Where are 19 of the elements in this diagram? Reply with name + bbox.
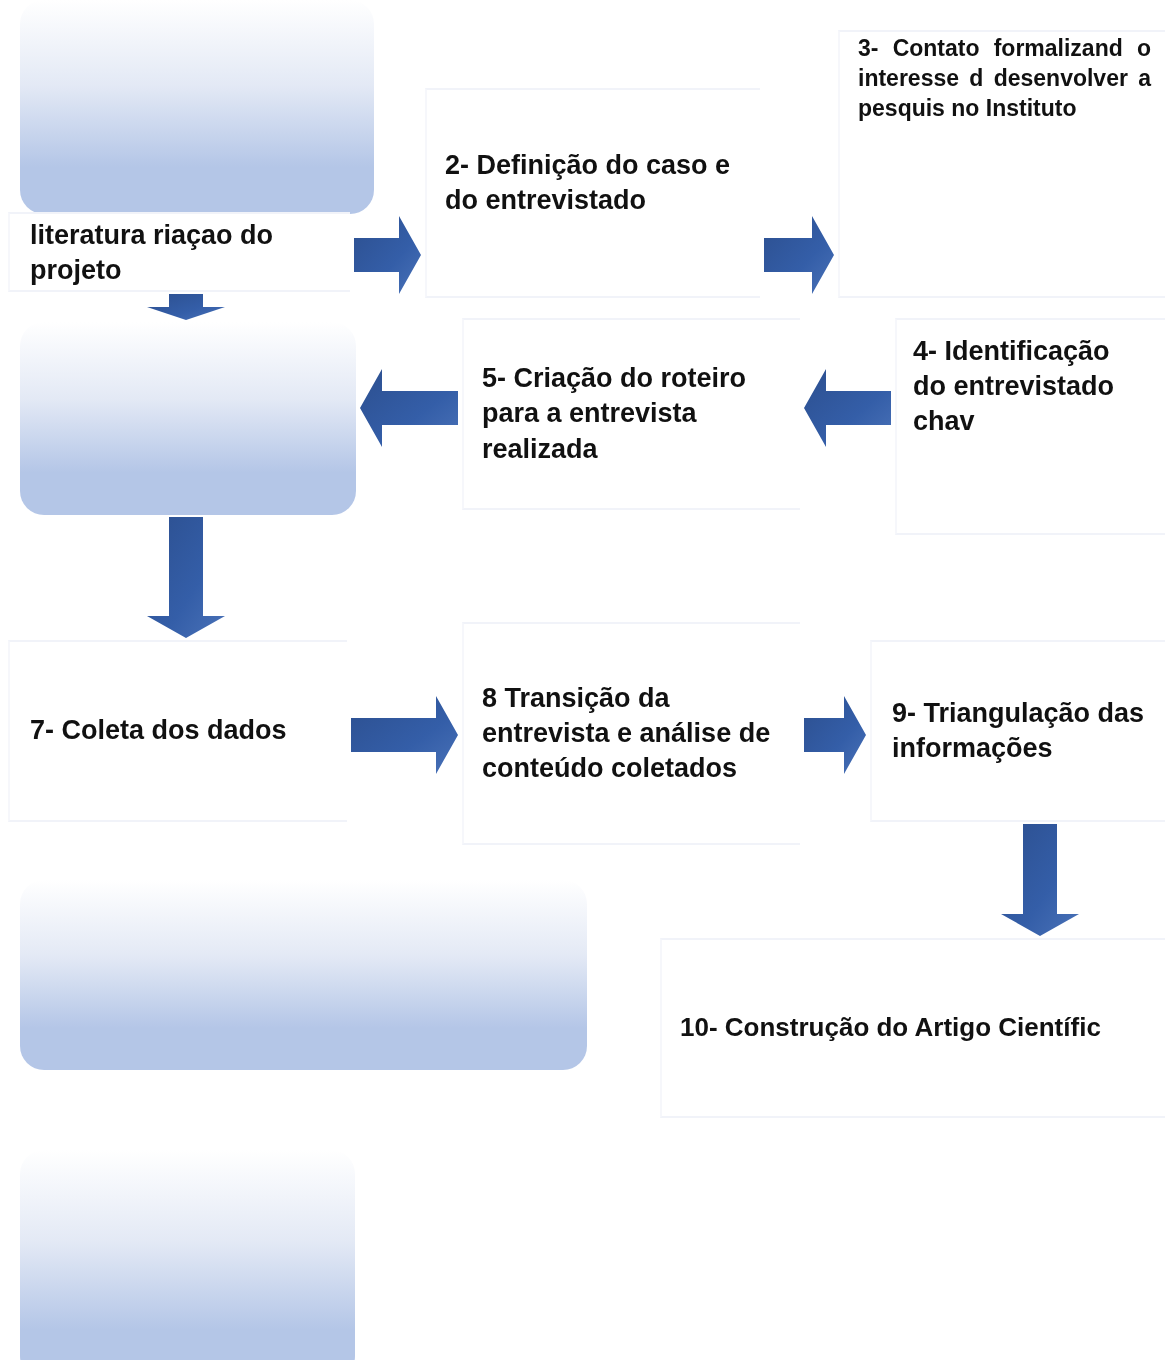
step-text: 10- Construção do Artigo Científic: [680, 1011, 1102, 1045]
block-arrow: [804, 696, 866, 774]
step-text: 2- Definição do caso e do entrevistado: [445, 149, 732, 218]
block-arrow: [354, 216, 421, 294]
block-arrow: [360, 369, 458, 447]
block-arrow: [147, 517, 225, 638]
step-text: 7- Coleta dos dados: [30, 714, 288, 748]
step-text: 9- Triangulação das informações: [892, 696, 1145, 765]
step-text: 4- Identificação do entrevistado chav: [913, 335, 1116, 439]
step-text: 8 Transição da entrevista e análise de conteúdo coletados: [482, 681, 772, 786]
block-arrow: [351, 696, 458, 774]
block-arrow: [764, 216, 834, 294]
block-arrow: [1001, 824, 1079, 936]
block-arrow: [147, 294, 225, 320]
block-arrow: [804, 369, 891, 447]
step-text: 5- Criação do roteiro para a entrevista realizada: [482, 362, 748, 466]
step-text: 3- Contato formalizand o interesse d desenvolver a pesquis no Instituto: [858, 34, 1151, 123]
step-text: literatura riaçao do projeto: [30, 219, 275, 288]
process-box: [8, 212, 350, 292]
